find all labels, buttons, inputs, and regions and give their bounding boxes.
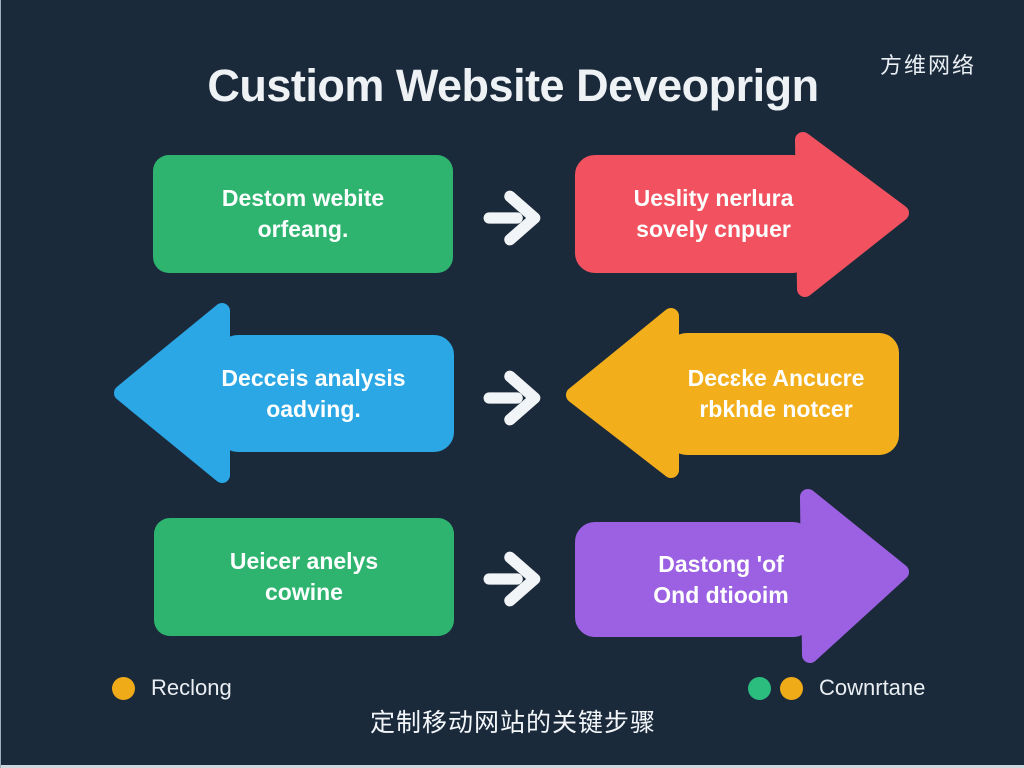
step-arrow-mid-right bbox=[566, 308, 899, 478]
arrow-right-icon bbox=[483, 551, 541, 607]
step-box-bottom-left: Ueicer anelys cowine bbox=[154, 518, 454, 636]
bottom-edge-line bbox=[1, 765, 1024, 768]
legend-dot-yellow bbox=[112, 676, 135, 700]
arrow-right-icon bbox=[483, 190, 541, 246]
bottom-caption: 定制移动网站的关键步骤 bbox=[369, 709, 656, 737]
step-arrow-bottom-right-text: Dastong 'of Ond dtiooim bbox=[653, 550, 789, 608]
step-arrow-mid-left-text: Decceis analysis oadving. bbox=[221, 364, 406, 422]
step-arrow-mid-right-text: Decɛke Ancucre rbkhde notcer bbox=[687, 365, 865, 422]
step-box-top-left: Destom webite orfeang. bbox=[153, 155, 453, 273]
step-box-bottom-left-text: Ueicer anelys cowine bbox=[229, 548, 379, 605]
step-box-top-left-text: Destom webite orfeang. bbox=[221, 185, 385, 242]
step-arrow-top-right-text: Ueslity nerlura sovely cnpuer bbox=[633, 185, 794, 242]
legend-dot-yellow bbox=[780, 676, 803, 700]
page-title: Custiom Website Deveoprign bbox=[207, 60, 819, 111]
step-arrow-mid-left bbox=[114, 303, 454, 483]
step-arrow-top-right bbox=[575, 132, 909, 297]
step-arrow-bottom-right bbox=[575, 489, 909, 663]
legend-dot-green bbox=[748, 676, 771, 700]
legend-right-label: Cownrtane bbox=[819, 675, 926, 700]
legend-left: Reclong bbox=[112, 675, 232, 701]
brand-watermark: 方维网络 bbox=[879, 53, 976, 78]
legend-left-label: Reclong bbox=[151, 675, 232, 700]
legend-right: Cownrtane bbox=[748, 675, 925, 701]
arrow-right-icon bbox=[483, 370, 541, 426]
